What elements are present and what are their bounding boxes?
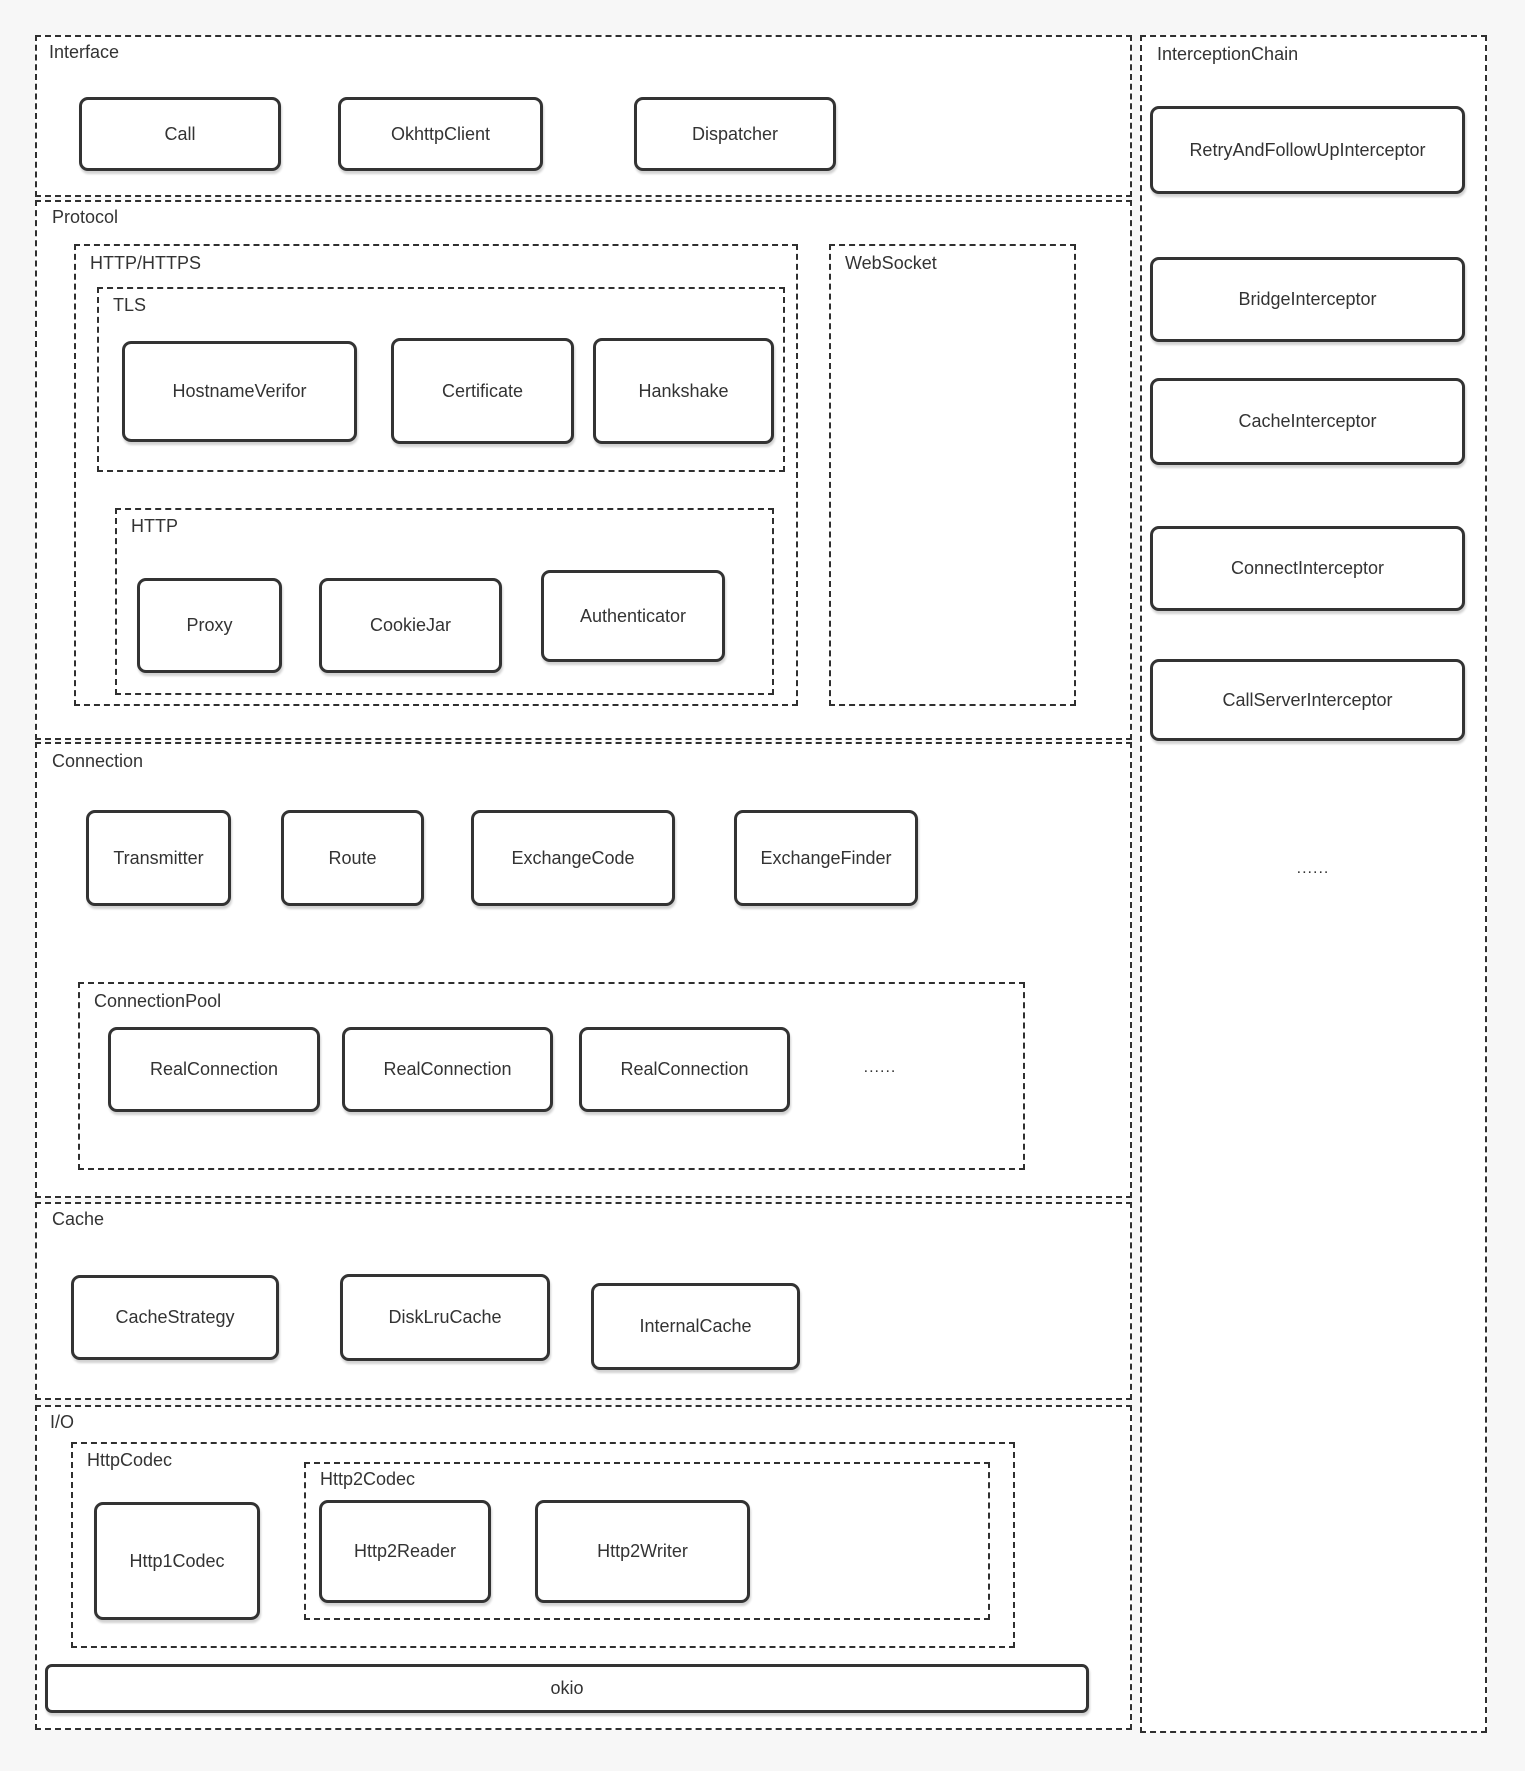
cachestrategy-box: CacheStrategy [71,1275,279,1360]
io-section-label: I/O [50,1412,75,1432]
connection-section-label: Connection [52,751,144,771]
certificate-box: Certificate [391,338,574,444]
protocol-section-label: Protocol [52,207,119,227]
connectionpool-label: ConnectionPool [94,991,222,1011]
connectinterceptor-box: ConnectInterceptor [1150,526,1465,611]
interceptionchain-ellipsis: ...... [1296,860,1330,877]
httpcodec-label: HttpCodec [87,1450,173,1470]
http-https-label: HTTP/HTTPS [90,253,201,273]
bridgeinterceptor-box: BridgeInterceptor [1150,257,1465,342]
exchangefinder-box: ExchangeFinder [734,810,918,906]
http2reader-box: Http2Reader [319,1500,491,1603]
okio-box: okio [45,1664,1089,1713]
interceptionchain-label: InterceptionChain [1157,44,1299,64]
websocket-label: WebSocket [845,253,937,273]
http1codec-box: Http1Codec [94,1502,260,1620]
websocket-container [829,244,1076,706]
call-box: Call [79,97,281,171]
exchangecode-box: ExchangeCode [471,810,675,906]
hankshake-box: Hankshake [593,338,774,444]
dispatcher-box: Dispatcher [634,97,836,171]
cache-section-label: Cache [52,1209,105,1229]
retryandfollowupinterceptor-box: RetryAndFollowUpInterceptor [1150,106,1465,194]
http2codec-label: Http2Codec [320,1469,416,1489]
http2writer-box: Http2Writer [535,1500,750,1603]
transmitter-box: Transmitter [86,810,231,906]
realconnection-box-3: RealConnection [579,1027,790,1112]
authenticator-box: Authenticator [541,570,725,662]
http-label: HTTP [131,516,178,536]
interface-section-label: Interface [49,42,120,62]
route-box: Route [281,810,424,906]
hostnameverifor-box: HostnameVerifor [122,341,357,442]
realconnection-box-2: RealConnection [342,1027,553,1112]
disklrucache-box: DiskLruCache [340,1274,550,1361]
proxy-box: Proxy [137,578,282,673]
okhttpclient-box: OkhttpClient [338,97,543,171]
cacheinterceptor-box: CacheInterceptor [1150,378,1465,465]
callserverinterceptor-box: CallServerInterceptor [1150,659,1465,741]
tls-label: TLS [113,295,147,315]
internalcache-box: InternalCache [591,1283,800,1370]
connectionpool-ellipsis: ...... [863,1059,897,1076]
cookiejar-box: CookieJar [319,578,502,673]
realconnection-box-1: RealConnection [108,1027,320,1112]
